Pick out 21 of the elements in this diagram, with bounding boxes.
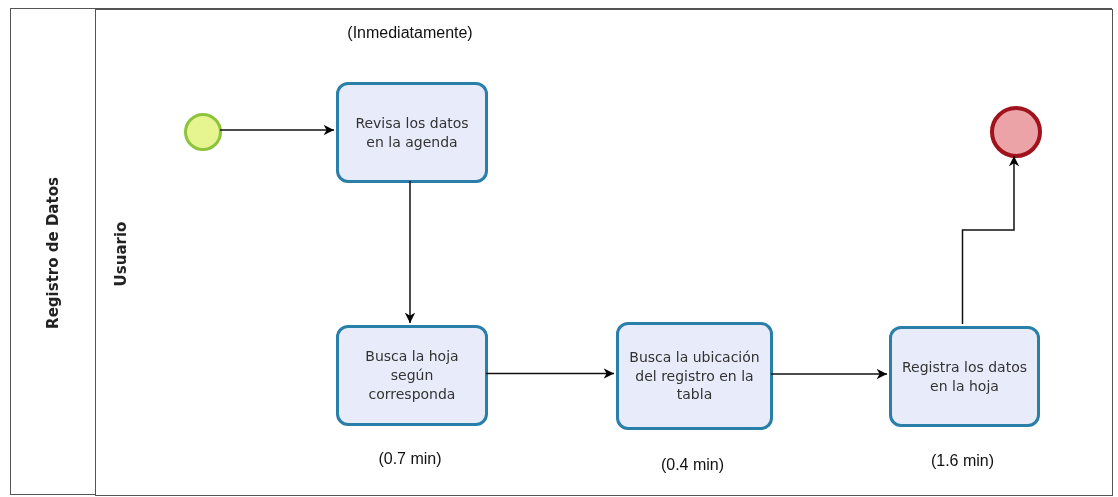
sequence-flow-arrow [961,155,1020,325]
task-label: Busca la ubicación del registro en la tabla [628,347,761,405]
sequence-flow-arrow [219,124,335,136]
duration-label: (1.6 min) [930,452,995,470]
start-event-circle [184,113,222,151]
task-label: Busca la hoja según corresponda [364,347,460,404]
duration-label: (0.7 min) [378,450,442,468]
task-box [616,322,773,430]
task-label: Revisa los datos en la agenda [354,113,470,152]
pool-title: Registro de Datos [44,176,62,329]
sequence-flow-arrow [404,180,416,324]
task-box [889,326,1040,427]
sequence-flow-arrow [770,368,888,380]
task-box [336,325,488,426]
end-event-circle [990,106,1042,158]
task-box [336,82,488,183]
duration-label: (Inmediatamente) [347,24,473,42]
task-label: Registra los datos en la hoja [900,357,1029,396]
duration-label: (0.4 min) [660,456,725,474]
lane-title: Usuario [112,221,130,286]
sequence-flow-arrow [485,368,615,379]
